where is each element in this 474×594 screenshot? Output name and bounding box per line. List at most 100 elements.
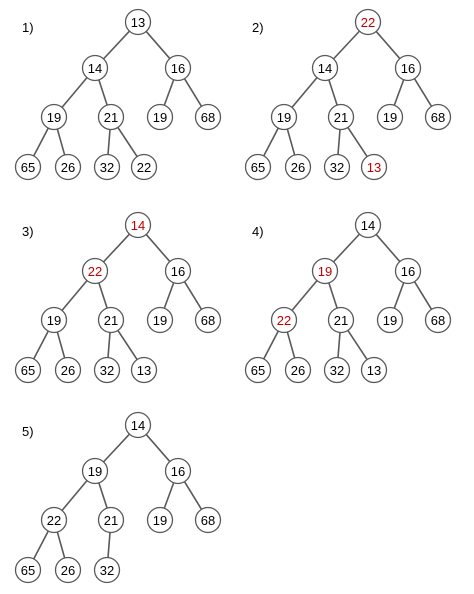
tree-node: 19 <box>146 103 174 131</box>
tree-edge <box>56 128 66 156</box>
tree-edge <box>107 129 111 155</box>
node-value: 16 <box>171 264 185 279</box>
tree-edge <box>413 281 433 310</box>
tree-edge <box>332 30 361 60</box>
node-value: 14 <box>131 418 145 433</box>
tree-node: 22 <box>354 8 382 36</box>
tree-edge <box>163 482 175 509</box>
tree-node: 19 <box>270 103 298 131</box>
tree-node: 32 <box>93 153 121 181</box>
tree-edge <box>291 280 318 311</box>
node-value: 14 <box>131 218 145 233</box>
tree-node: 26 <box>54 556 82 584</box>
tree-edge <box>332 233 361 263</box>
tree-node: 32 <box>93 356 121 384</box>
node-value: 21 <box>104 313 118 328</box>
node-circle <box>124 211 152 239</box>
tree-edge <box>102 233 131 263</box>
tree-edge <box>263 330 279 360</box>
tree-edge <box>98 79 108 106</box>
tree-edge <box>33 530 49 560</box>
node-circle <box>194 103 222 131</box>
node-value: 16 <box>401 264 415 279</box>
node-value: 22 <box>361 15 375 30</box>
node-value: 26 <box>61 363 75 378</box>
node-value: 19 <box>383 313 397 328</box>
node-circle <box>124 8 152 36</box>
tree-edge <box>328 282 338 309</box>
tree-edge <box>337 129 341 155</box>
node-circle <box>270 103 298 131</box>
node-value: 32 <box>100 363 114 378</box>
node-circle <box>93 153 121 181</box>
tree-edge <box>291 77 318 108</box>
tree-edge <box>145 30 171 60</box>
node-circle <box>376 103 404 131</box>
node-value: 13 <box>137 363 151 378</box>
tree-edge <box>33 330 49 360</box>
node-value: 21 <box>334 313 348 328</box>
node-value: 19 <box>277 110 291 125</box>
node-value: 26 <box>291 160 305 175</box>
tree-edge <box>33 127 49 157</box>
node-value: 22 <box>277 313 291 328</box>
tree-node: 68 <box>424 103 452 131</box>
tree-edge <box>183 78 203 107</box>
tree-node: 26 <box>54 356 82 384</box>
node-circle <box>360 153 388 181</box>
node-value: 19 <box>318 264 332 279</box>
node-circle <box>164 457 192 485</box>
node-value: 13 <box>131 15 145 30</box>
tree-edge <box>117 329 138 361</box>
node-value: 22 <box>88 264 102 279</box>
node-circle <box>130 153 158 181</box>
tree-node: 13 <box>124 8 152 36</box>
tree-node: 13 <box>130 356 158 384</box>
node-circle <box>323 153 351 181</box>
tree-edge <box>413 78 433 107</box>
node-value: 68 <box>201 313 215 328</box>
node-circle <box>14 556 42 584</box>
tree-node: 32 <box>323 153 351 181</box>
tree-node: 16 <box>164 457 192 485</box>
tree-node: 16 <box>164 54 192 82</box>
node-value: 65 <box>251 160 265 175</box>
node-value: 19 <box>47 313 61 328</box>
node-circle <box>40 506 68 534</box>
tree-node: 22 <box>270 306 298 334</box>
tree-node: 19 <box>376 103 404 131</box>
node-value: 16 <box>171 61 185 76</box>
tree-node: 65 <box>244 153 272 181</box>
node-circle <box>323 356 351 384</box>
node-circle <box>130 356 158 384</box>
tree-edge <box>263 127 279 157</box>
node-value: 26 <box>61 563 75 578</box>
tree-edge <box>183 481 203 510</box>
node-value: 65 <box>251 363 265 378</box>
node-value: 16 <box>401 61 415 76</box>
tree-edge <box>337 332 341 358</box>
node-value: 14 <box>318 61 332 76</box>
tree-node: 19 <box>146 506 174 534</box>
step-label: 4) <box>252 224 264 239</box>
tree-node: 65 <box>14 556 42 584</box>
node-circle <box>311 54 339 82</box>
node-circle <box>81 54 109 82</box>
tree-edge <box>98 482 108 509</box>
node-value: 19 <box>383 110 397 125</box>
tree-node: 13 <box>360 153 388 181</box>
node-circle <box>194 306 222 334</box>
node-circle <box>284 153 312 181</box>
node-circle <box>270 306 298 334</box>
tree-edge <box>375 30 401 60</box>
tree-node: 65 <box>14 153 42 181</box>
node-circle <box>354 8 382 36</box>
node-circle <box>14 153 42 181</box>
node-value: 19 <box>153 313 167 328</box>
node-value: 26 <box>291 363 305 378</box>
tree-edge <box>98 282 108 309</box>
tree-node: 65 <box>14 356 42 384</box>
tree-edge <box>56 531 66 559</box>
